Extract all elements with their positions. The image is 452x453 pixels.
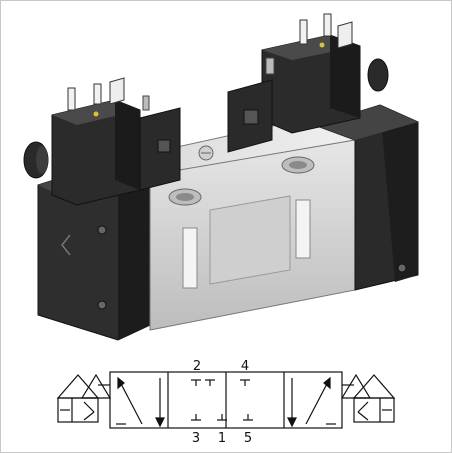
right-actuator-body	[313, 104, 419, 291]
port-label-4: 4	[241, 359, 249, 374]
port-label-3: 3	[192, 431, 200, 446]
right-solenoid-coil	[227, 13, 389, 153]
right-solenoid-box	[353, 397, 395, 423]
port-label-5: 5	[244, 431, 252, 446]
port-label-2: 2	[193, 359, 201, 374]
port-label-1: 1	[218, 431, 226, 446]
pneumatic-symbol	[56, 371, 396, 429]
left-solenoid-coil	[23, 77, 181, 206]
left-pilot-triangle	[56, 374, 100, 399]
left-solenoid-box	[57, 397, 99, 423]
right-pilot-triangle	[352, 374, 396, 399]
